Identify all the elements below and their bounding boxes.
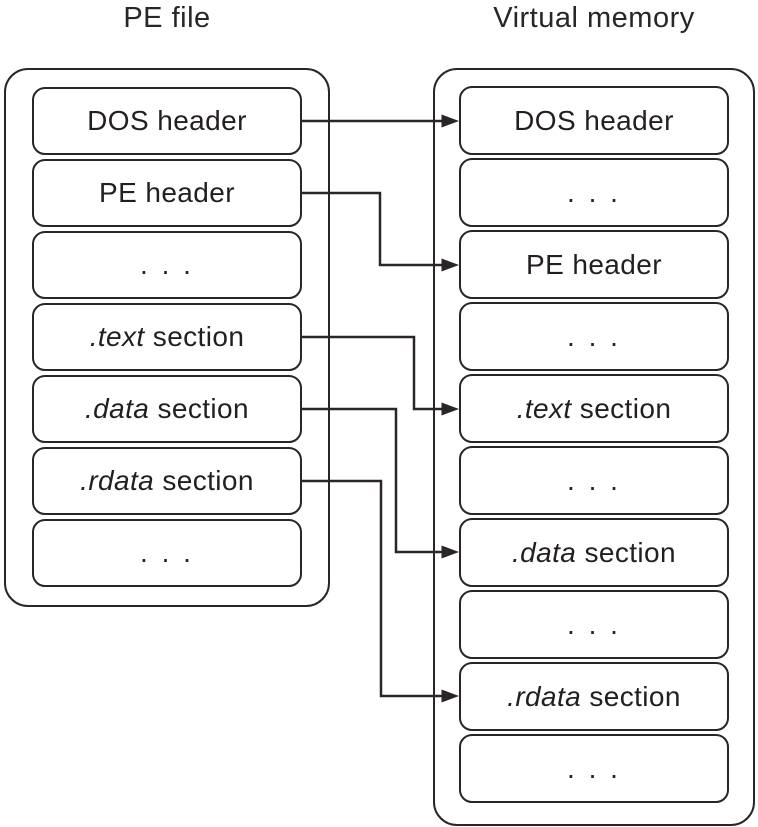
vmem-box-rdata-section: .rdata section (459, 662, 729, 731)
pe-file-box-data-section: .data section (32, 375, 302, 443)
pe-file-box-ellipsis-2: . . . (32, 519, 302, 587)
box-label: section (149, 393, 249, 424)
box-label: section (571, 392, 672, 424)
box-label: . . . (567, 176, 621, 208)
box-label-italic: .text (89, 321, 145, 352)
vmem-box-data-section: .data section (459, 518, 729, 587)
box-label: section (576, 536, 676, 568)
vmem-box-ellipsis-2: . . . (459, 302, 729, 371)
box-label: section (144, 321, 245, 352)
pe-file-box-ellipsis-1: . . . (32, 231, 302, 299)
vmem-box-dos-header: DOS header (459, 86, 729, 155)
box-label: DOS header (514, 104, 674, 136)
box-label-italic: .rdata (507, 680, 582, 712)
box-label: section (154, 465, 254, 496)
vmem-box-ellipsis-1: . . . (459, 158, 729, 227)
box-label: PE header (99, 177, 235, 208)
box-label: . . . (140, 537, 194, 568)
box-label-italic: .rdata (80, 465, 155, 496)
box-label-italic: .text (516, 392, 572, 424)
box-label-italic: .data (85, 393, 150, 424)
pe-file-title: PE file (123, 2, 211, 34)
virtual-memory-title: Virtual memory (493, 2, 695, 34)
vmem-box-text-section: .text section (459, 374, 729, 443)
vmem-box-pe-header: PE header (459, 230, 729, 299)
pe-file-box-pe-header: PE header (32, 159, 302, 227)
box-label: PE header (526, 248, 662, 280)
box-label: . . . (567, 320, 621, 352)
box-label: . . . (567, 464, 621, 496)
pe-file-box-dos-header: DOS header (32, 87, 302, 155)
box-label: . . . (140, 249, 194, 280)
pe-file-box-rdata-section: .rdata section (32, 447, 302, 515)
pe-file-box-text-section: .text section (32, 303, 302, 371)
box-label: . . . (567, 608, 621, 640)
vmem-box-ellipsis-4: . . . (459, 590, 729, 659)
box-label: . . . (567, 752, 621, 784)
vmem-box-ellipsis-3: . . . (459, 446, 729, 515)
vmem-box-ellipsis-5: . . . (459, 734, 729, 803)
box-label: section (581, 680, 681, 712)
box-label-italic: .data (512, 536, 577, 568)
box-label: DOS header (87, 105, 247, 136)
